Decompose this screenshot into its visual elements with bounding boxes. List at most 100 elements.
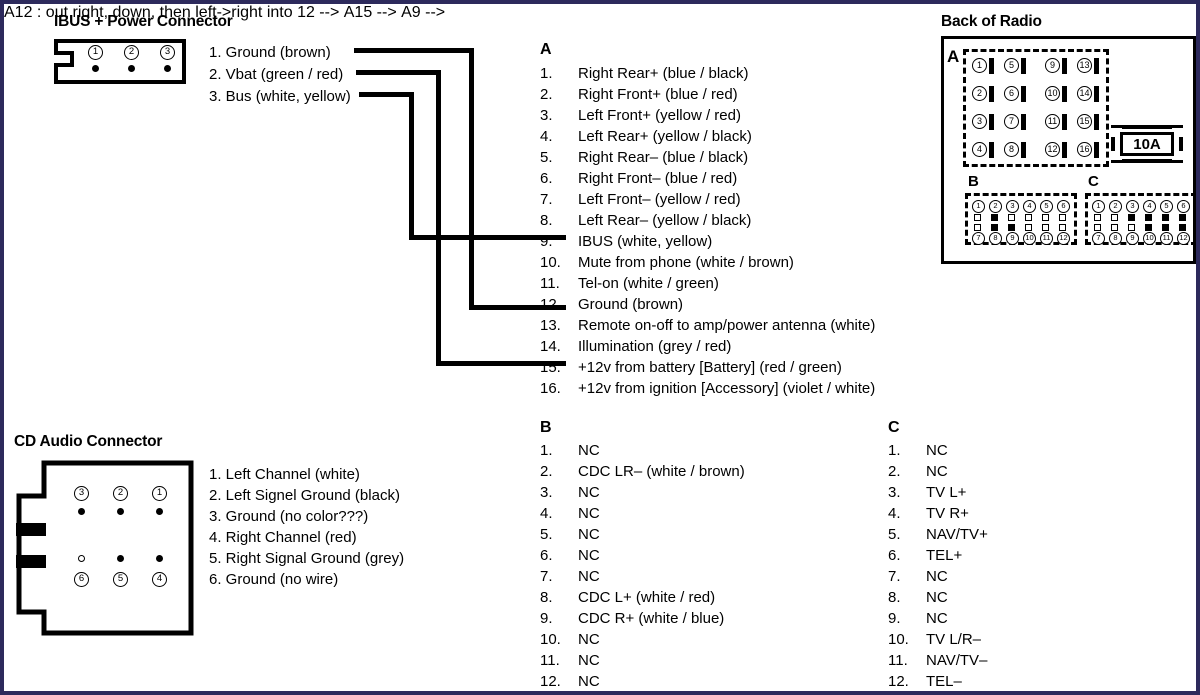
pin-number: 1. <box>540 442 553 459</box>
block-c-letter: C <box>1088 173 1099 190</box>
pin-number: 7. <box>540 191 553 208</box>
pin-label: Left Front– (yellow / red) <box>578 191 741 208</box>
block-b-contact-4 <box>1025 214 1032 221</box>
pin-label: NC <box>578 652 600 669</box>
pin-label: NC <box>578 673 600 690</box>
pin-number: 9. <box>540 610 553 627</box>
cd-list-item-3: 3. Ground (no color???) <box>209 508 369 525</box>
block-b-contact-10 <box>1025 224 1032 231</box>
pin-label: Mute from phone (white / brown) <box>578 254 794 271</box>
cd-connector-tab-upper <box>16 523 46 536</box>
pin-blade <box>1021 114 1026 130</box>
pin-blade <box>1062 58 1067 74</box>
pin-blade <box>1021 58 1026 74</box>
pin-label: TEL– <box>926 673 962 690</box>
pin-number: 7. <box>888 568 901 585</box>
cd-list-item-2: 2. Left Signel Ground (black) <box>209 487 400 504</box>
pin-number: 1. <box>888 442 901 459</box>
cd-pin-number-2: 2 <box>113 486 128 501</box>
block-b-pin-10: 10 <box>1023 232 1036 245</box>
ibus-pin-dot-2 <box>128 65 135 72</box>
block-c-contact-7 <box>1094 224 1101 231</box>
block-b-contact-12 <box>1059 224 1066 231</box>
block-b-pin-6: 6 <box>1057 200 1070 213</box>
cd-pin-dot-5 <box>117 555 124 562</box>
block-c-pin-7: 7 <box>1092 232 1105 245</box>
pin-label: Left Rear+ (yellow / black) <box>578 128 752 145</box>
pin-label: NC <box>578 526 600 543</box>
block-b-contact-3 <box>1008 214 1015 221</box>
back-of-radio-box: A 1 2 3 4 5 6 7 8 9 10 11 12 13 14 15 16 <box>941 36 1196 264</box>
block-c-pin-1: 1 <box>1092 200 1105 213</box>
pin-blade <box>1062 142 1067 158</box>
block-b-pin-4: 4 <box>1023 200 1036 213</box>
pin-blade <box>989 86 994 102</box>
wire-ground-seg-h2 <box>469 305 566 310</box>
pin-label: TEL+ <box>926 547 963 564</box>
pin-number: 2. <box>540 86 553 103</box>
pin-label: NC <box>578 484 600 501</box>
pin-number: 4. <box>540 505 553 522</box>
pin-number: 1 <box>972 58 987 73</box>
block-b-contact-6 <box>1059 214 1066 221</box>
pin-blade <box>989 58 994 74</box>
block-b-pin-grid: 1 2 3 4 5 6 7 8 9 10 11 12 <box>965 193 1077 245</box>
pin-number: 12. <box>540 296 561 313</box>
pin-label: NAV/TV+ <box>926 526 988 543</box>
pin-number: 5. <box>540 149 553 166</box>
pin-label: NC <box>578 631 600 648</box>
ibus-pin-number-3: 3 <box>160 45 175 60</box>
pin-label: Right Front– (blue / red) <box>578 170 738 187</box>
block-b-contact-11 <box>1042 224 1049 231</box>
pin-number: 15 <box>1077 114 1092 129</box>
pin-label: Remote on-off to amp/power antenna (whit… <box>578 317 876 334</box>
pin-number: 12 <box>1045 142 1060 157</box>
pin-label: Left Rear– (yellow / black) <box>578 212 752 229</box>
ibus-pin-dot-1 <box>92 65 99 72</box>
pin-blade <box>1094 142 1099 158</box>
block-b-pin-3: 3 <box>1006 200 1019 213</box>
pin-number: 14 <box>1077 86 1092 101</box>
ibus-pin-dot-3 <box>164 65 171 72</box>
block-b-letter: B <box>968 173 979 190</box>
pin-number: 11. <box>540 652 560 669</box>
ibus-list-item-2: 2. Vbat (green / red) <box>209 66 344 83</box>
block-c-pin-grid: 1 2 3 4 5 6 7 8 9 10 11 12 <box>1085 193 1196 245</box>
pin-label: Ground (brown) <box>578 296 684 313</box>
block-b-contact-1 <box>974 214 981 221</box>
pin-label: TV L/R– <box>926 631 982 648</box>
pin-blade <box>1021 86 1026 102</box>
pin-label: Left Front+ (yellow / red) <box>578 107 741 124</box>
block-b-pin-12: 12 <box>1057 232 1070 245</box>
cd-list-item-6: 6. Ground (no wire) <box>209 571 339 588</box>
pin-number: 4. <box>540 128 553 145</box>
cd-connector-drawing: 3 2 1 6 5 4 <box>16 460 194 636</box>
wire-vbat-seg-h1 <box>356 70 441 75</box>
pin-blade <box>1094 58 1099 74</box>
pin-number: 3. <box>888 484 901 501</box>
pin-number: 7 <box>1004 114 1019 129</box>
pin-number: 4 <box>972 142 987 157</box>
wire-bus-seg-h2 <box>409 235 566 240</box>
cd-list-item-4: 4. Right Channel (red) <box>209 529 357 546</box>
fuse-notch-left-top <box>1110 128 1122 137</box>
pin-number: 11 <box>1045 114 1060 129</box>
cd-list-item-1: 1. Left Channel (white) <box>209 466 360 483</box>
ibus-section-title: IBUS + Power Connector <box>54 13 233 30</box>
cd-pin-dot-3 <box>78 508 85 515</box>
block-c-pin-2: 2 <box>1109 200 1122 213</box>
pin-number: 11. <box>540 275 560 292</box>
pin-number: 9. <box>540 233 553 250</box>
cd-pin-dot-4 <box>156 555 163 562</box>
ibus-list-item-3: 3. Bus (white, yellow) <box>209 88 351 105</box>
block-b-contact-9 <box>1008 224 1015 231</box>
pin-label: TV L+ <box>926 484 967 501</box>
cd-pin-number-5: 5 <box>113 572 128 587</box>
pin-blade <box>1062 114 1067 130</box>
cd-section-title: CD Audio Connector <box>14 433 163 450</box>
wire-vbat-seg-h2 <box>436 361 566 366</box>
wire-bus-seg-h1 <box>359 92 414 97</box>
pin-blade <box>1094 86 1099 102</box>
pin-number: 3 <box>972 114 987 129</box>
pin-blade <box>1062 86 1067 102</box>
